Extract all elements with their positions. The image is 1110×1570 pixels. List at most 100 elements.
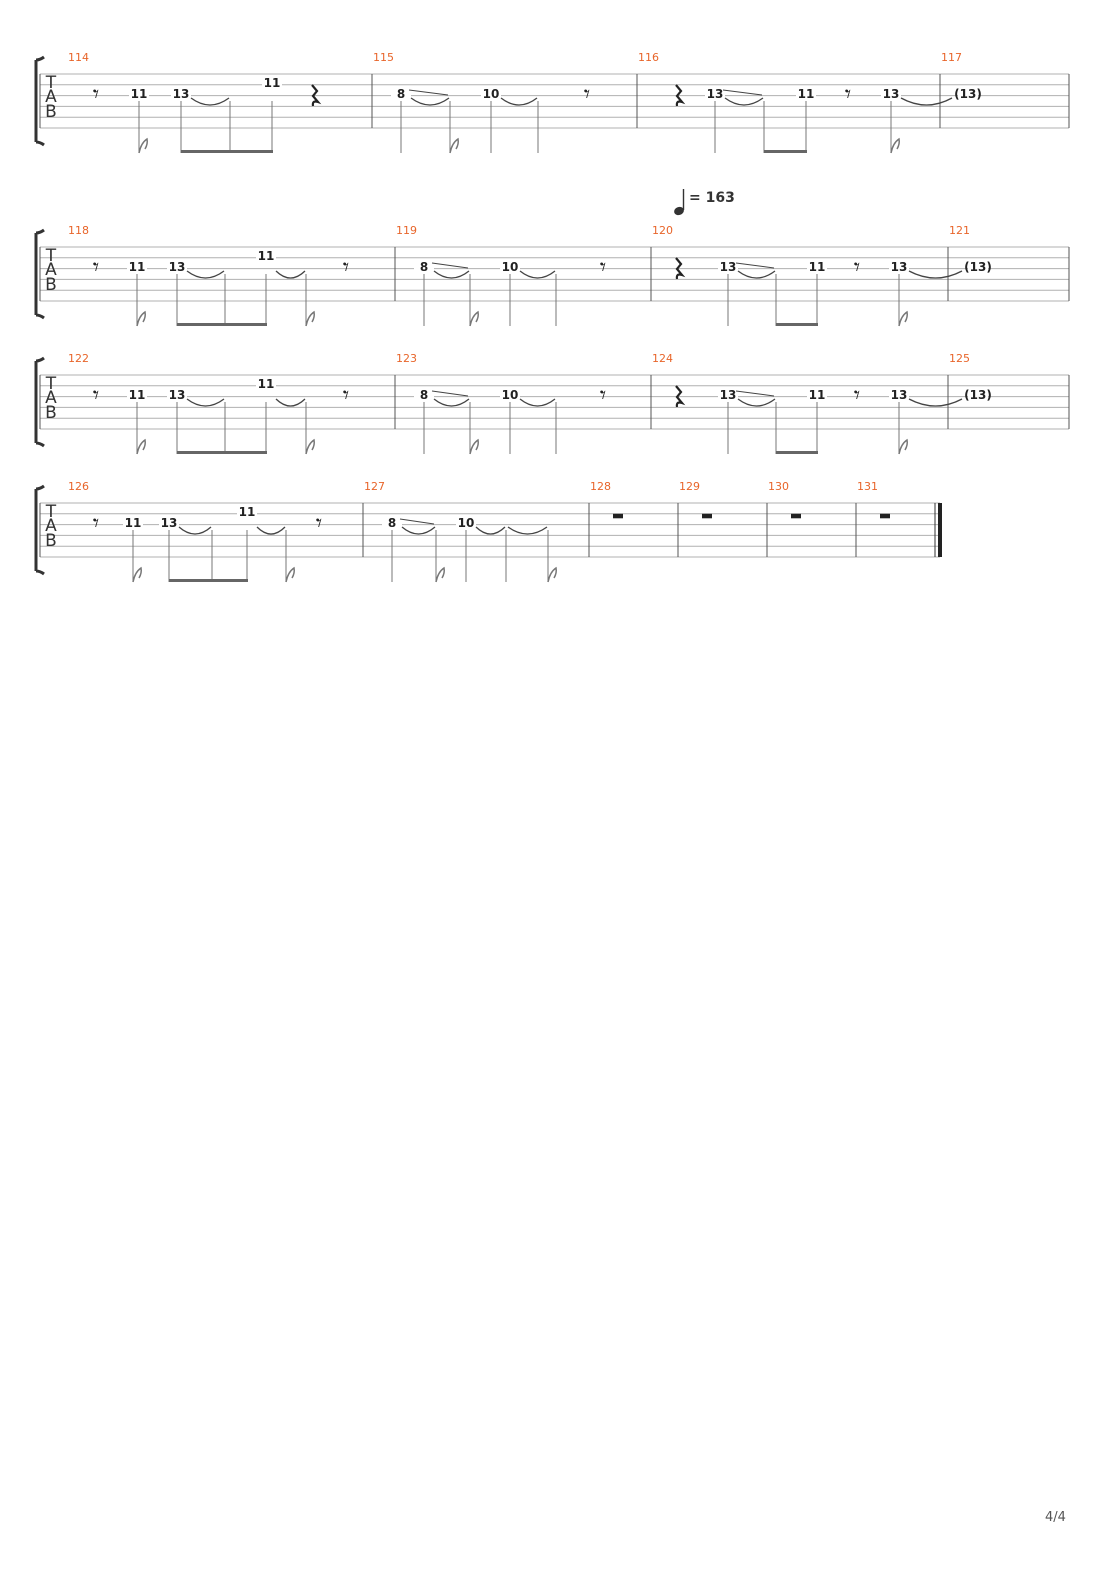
slide-line [735, 390, 775, 397]
tie-arc [507, 526, 548, 535]
measure-number: 119 [396, 224, 417, 237]
fret-number: 13 [883, 87, 900, 101]
quarter-rest-icon [675, 385, 686, 408]
tempo-text: = 163 [689, 190, 735, 206]
fret-number: 8 [388, 516, 396, 530]
fret-background [382, 516, 402, 529]
eighth-flag-icon [469, 438, 479, 455]
eighth-rest-icon: 𝄾 [854, 381, 860, 409]
fret-number: 8 [397, 87, 405, 101]
tab-clef-letter: A [45, 388, 57, 408]
eighth-rest-icon: 𝄾 [600, 381, 606, 409]
fret-background [391, 87, 411, 100]
quarter-note-icon [674, 206, 684, 216]
fret-background [889, 388, 909, 401]
tie-arc [186, 398, 225, 407]
final-barline-thick [938, 503, 942, 557]
fret-number: 11 [809, 260, 826, 274]
eighth-flag-icon [547, 566, 557, 583]
fret-background [718, 388, 738, 401]
note-beam [177, 323, 267, 326]
eighth-flag-icon [136, 310, 146, 327]
fret-background [127, 388, 147, 401]
tab-clef-letter: T [45, 246, 57, 266]
system-bracket [34, 228, 45, 320]
eighth-rest-icon: 𝄾 [584, 80, 590, 108]
tie-arc [900, 97, 953, 106]
note-beam [776, 323, 818, 326]
fret-background [414, 260, 434, 273]
tie-arc [519, 270, 556, 279]
eighth-flag-icon [898, 438, 908, 455]
measure: 131 [857, 480, 890, 519]
measure-number: 131 [857, 480, 878, 493]
note-beam [177, 451, 267, 454]
fret-background [167, 260, 187, 273]
fret-number: 13 [173, 87, 190, 101]
eighth-rest-icon: 𝄾 [854, 253, 860, 281]
measure-number: 129 [679, 480, 700, 493]
tie-arc [178, 526, 212, 535]
eighth-rest-icon: 𝄾 [845, 80, 851, 108]
system-bracket [34, 356, 45, 448]
fret-number: 10 [483, 87, 500, 101]
fret-number: 11 [129, 260, 146, 274]
measure-number: 126 [68, 480, 89, 493]
fret-number: 11 [239, 505, 256, 519]
fret-number: 13 [161, 516, 178, 530]
note-beam [169, 579, 248, 582]
eighth-rest-icon: 𝄾 [93, 253, 99, 281]
quarter-rest-icon [675, 84, 686, 107]
measure-number: 116 [638, 51, 659, 64]
fret-background [889, 260, 909, 273]
fret-number: 10 [502, 388, 519, 402]
tab-clef-letter: A [45, 516, 57, 536]
fret-background [159, 516, 179, 529]
eighth-flag-icon [305, 438, 315, 455]
eighth-rest-icon: 𝄾 [93, 80, 99, 108]
tie-arc [401, 526, 436, 535]
fret-background [807, 260, 827, 273]
system-bracket [34, 484, 45, 576]
fret-number: 11 [798, 87, 815, 101]
measure: 129 [679, 480, 712, 519]
eighth-rest-icon: 𝄾 [93, 509, 99, 537]
tab-clef-letter: B [45, 102, 57, 122]
slide-line [735, 262, 775, 269]
fret-number: 13 [169, 260, 186, 274]
note-beam [776, 451, 818, 454]
whole-rest-icon [702, 513, 712, 519]
eighth-flag-icon [305, 310, 315, 327]
fret-background [123, 516, 143, 529]
quarter-rest-icon [675, 257, 686, 280]
whole-rest-icon [791, 513, 801, 519]
fret-background [968, 260, 988, 273]
eighth-flag-icon [285, 566, 295, 583]
measure-number: 117 [941, 51, 962, 64]
tie-arc [500, 97, 538, 106]
tab-clef-letter: B [45, 403, 57, 423]
fret-number: 11 [125, 516, 142, 530]
tempo-marking: = 163 [674, 189, 735, 216]
fret-background [171, 87, 191, 100]
tie-arc [275, 270, 306, 279]
fret-background [500, 260, 520, 273]
eighth-rest-icon: 𝄾 [343, 381, 349, 409]
whole-rest-icon [880, 513, 890, 519]
measure-number: 127 [364, 480, 385, 493]
measure-number: 128 [590, 480, 611, 493]
measure-number: 124 [652, 352, 673, 365]
fret-number: 11 [258, 377, 275, 391]
fret-number: 11 [131, 87, 148, 101]
